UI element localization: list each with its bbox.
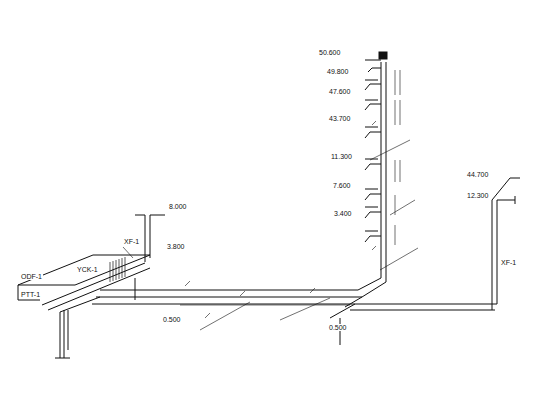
- equipment-tag: XF-1: [500, 259, 517, 266]
- elevation-label: 0.500: [328, 324, 348, 331]
- equipment-tag: ODF-1: [20, 273, 43, 280]
- elevation-label: 3.800: [166, 243, 186, 250]
- elevation-label: 50.600: [318, 49, 341, 56]
- elevation-label: 47.600: [328, 88, 351, 95]
- equipment-tag: YCK-1: [76, 266, 99, 273]
- elevation-label: 3.400: [333, 210, 353, 217]
- equipment-tag: PTT-1: [20, 291, 41, 298]
- elevation-label: 7.600: [332, 182, 352, 189]
- elevation-label: 44.700: [466, 171, 489, 178]
- elevation-label: 11.300: [330, 153, 353, 160]
- elevation-label: 49.800: [326, 68, 349, 75]
- elevation-label: 0.500: [162, 316, 182, 323]
- elevation-label: 8.000: [168, 203, 188, 210]
- elevation-label: 43.700: [328, 115, 351, 122]
- elevation-label: 12.300: [466, 192, 489, 199]
- equipment-tag: XF-1: [123, 238, 140, 245]
